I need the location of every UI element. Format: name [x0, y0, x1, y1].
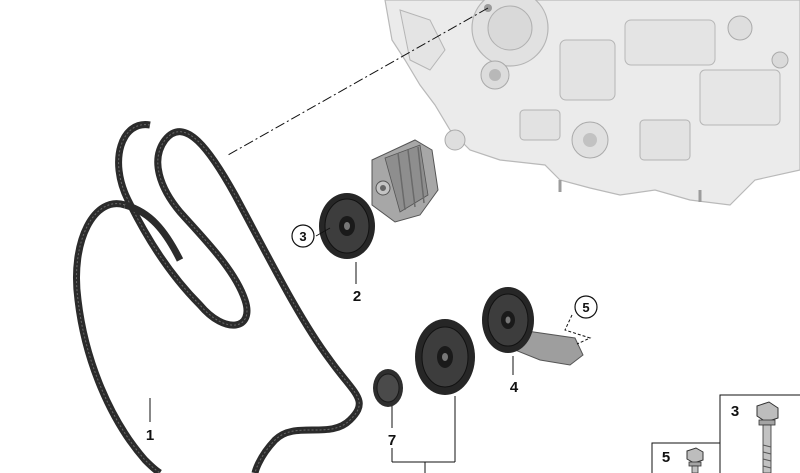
- tensioner-pulley-icon: [319, 193, 375, 259]
- short-bolt-icon: [686, 447, 704, 473]
- callout-tensioner-bolt: 3: [299, 229, 306, 244]
- callout-circle-3: [291, 224, 315, 248]
- engine-block-icon: [384, 0, 800, 206]
- callout-belt: 1: [146, 427, 154, 444]
- callout-bracket-bolt: 5: [582, 300, 589, 315]
- long-bolt-icon: [756, 401, 779, 473]
- tensioner-unit-icon: [371, 139, 439, 223]
- ribbed-belt-icon: [73, 121, 363, 473]
- legend-label-long-bolt: 3: [731, 403, 739, 420]
- idler-bracket-icon: [482, 287, 584, 366]
- callout-tensioner: 2: [353, 288, 361, 305]
- fastener-legend: 3 5: [651, 394, 800, 473]
- idler-pulley-icon: [415, 319, 475, 395]
- callout-circle-5: [574, 295, 598, 319]
- legend-label-short-bolt: 5: [662, 449, 670, 466]
- reference-line: [227, 7, 489, 156]
- dust-cap-icon: [373, 369, 403, 407]
- callout-dust-cap: 7: [388, 432, 396, 449]
- leader-lines: [149, 227, 592, 473]
- callout-idler-bracket: 4: [510, 379, 519, 396]
